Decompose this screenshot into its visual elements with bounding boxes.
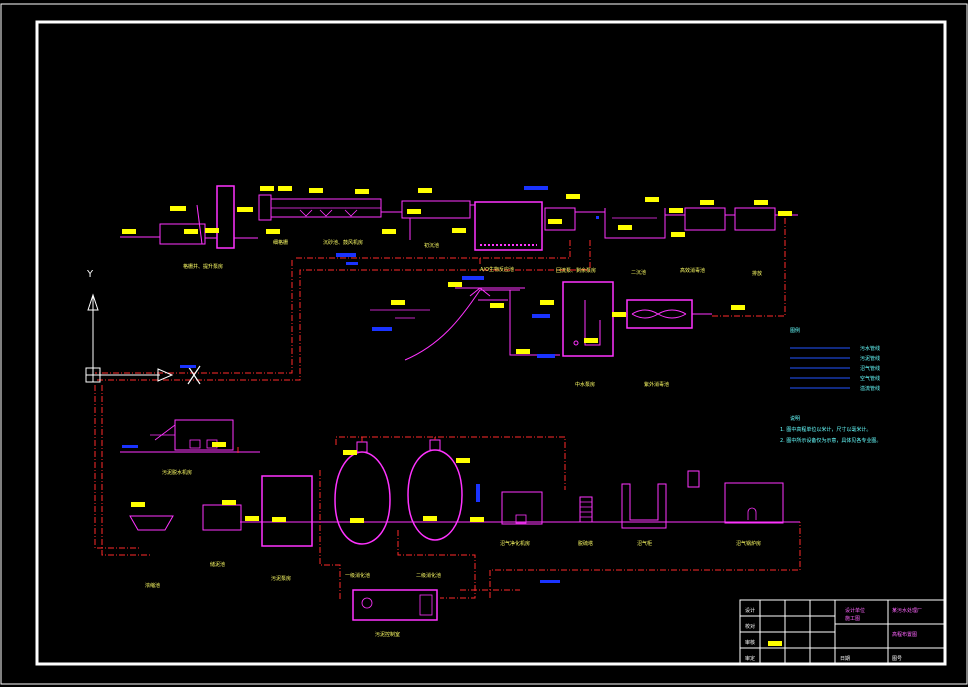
notes-line-1: 1. 图中高程单位以米计，尺寸以毫米计。 [780,426,871,433]
legend-title: 图例 [790,327,800,334]
gas-holder [621,483,667,529]
fine-screen [258,194,272,221]
title-block-tag [768,641,782,646]
legend-item-4: 空气管线 [860,375,880,382]
label-grille-pump: 格栅井、提升泵房 [183,263,223,270]
label-fine-screen: 细格栅 [273,239,288,246]
label-secondary-clarifier: 二沉池 [631,269,646,276]
storage-tank [202,504,242,531]
legend-item-2: 污泥管线 [860,355,880,362]
label-desulfur: 脱硫塔 [578,540,593,547]
inlet-symbols: Y [85,269,201,385]
legend-item-5: 溢流管线 [860,385,880,392]
tb-design-unit: 设计单位 [845,607,865,614]
intermediate-pump-house [562,281,614,357]
return-pump-station [544,207,576,231]
label-thickener: 浓缩池 [145,582,160,589]
label-primary-clarifier: 初沉池 [424,242,439,249]
label-outfall: 排放 [752,270,762,277]
label-uv: 紫外消毒池 [644,381,669,388]
label-storage: 储泥池 [210,561,225,568]
sludge-return-pipes [94,218,786,556]
ao-tank [474,201,543,251]
label-sludge-pump: 污泥泵房 [271,575,291,582]
boiler-house [724,482,784,524]
tb-footer-number: 图号 [892,656,902,662]
thickener [129,515,174,531]
tb-stage: 施工图 [845,615,860,622]
outer-border [0,3,968,685]
inlet-valve [187,365,201,385]
outfall-well [734,207,776,231]
tb-row-2: 校对 [745,623,755,630]
notes-title: 说明 [790,415,800,422]
secondary-clarifier [604,208,666,239]
sludge-pump-house [261,475,313,547]
primary-clarifier [401,200,471,219]
label-control-room: 污泥控制室 [375,631,400,638]
sludge-control-room [352,589,438,621]
label-boiler: 沼气锅炉房 [736,540,761,547]
gas-cleaning-house [501,491,543,525]
y-axis-arrow [87,293,99,311]
tb-drawing: 高程布置图 [892,631,917,638]
inner-border [35,20,947,666]
elevation-tags [122,186,792,523]
y-axis-label: Y [86,269,94,280]
legend: 图例 污水管线 污泥管线 沼气管线 空气管线 溢流管线 说明 1. 图中高程单位… [780,327,881,444]
lift-pump-house [216,185,235,249]
grille-well [159,223,206,245]
gas-pipes [237,436,801,600]
reuse-line [370,281,712,361]
uv-tank [626,299,693,329]
label-digester1: 一级消化池 [345,572,370,579]
x-axis-arrow [157,368,174,382]
label-intermediate-pump: 中水泵房 [575,381,595,388]
legend-item-1: 污水管线 [860,345,880,352]
label-disinfection: 高效消毒池 [680,267,705,274]
tb-project: 某污水处理厂 [892,607,922,614]
label-grit-chamber: 沉砂池、鼓风机房 [323,239,363,246]
label-gas-holder-room: 沼气净化机房 [500,540,530,547]
tb-row-1: 设计 [745,607,755,614]
disinfection-tank [684,207,726,231]
label-pump-station: 回流泵、剩余泵房 [556,267,596,274]
digester-2 [407,449,463,541]
label-ao-tank: A/O生物反应池 [480,266,514,273]
desulfurizer [579,496,593,523]
label-sludge-dewater: 污泥脱水机房 [162,469,192,476]
ground-profile [404,289,520,361]
water-treatment-line [120,185,798,251]
notes-line-2: 2. 图中所示设备仅为示意，具体见各专业图。 [780,437,881,444]
tb-row-4: 审定 [745,655,755,662]
label-gas-holder: 沼气柜 [637,540,652,547]
blue-markers [122,186,599,583]
title-block [739,599,946,665]
tb-footer-date: 日期 [840,656,850,662]
digester-1 [334,451,391,545]
tb-row-3: 审核 [745,639,755,646]
legend-item-3: 沼气管线 [860,365,880,372]
sludge-treatment-line [120,419,800,621]
label-digester2: 二级消化池 [416,572,441,579]
